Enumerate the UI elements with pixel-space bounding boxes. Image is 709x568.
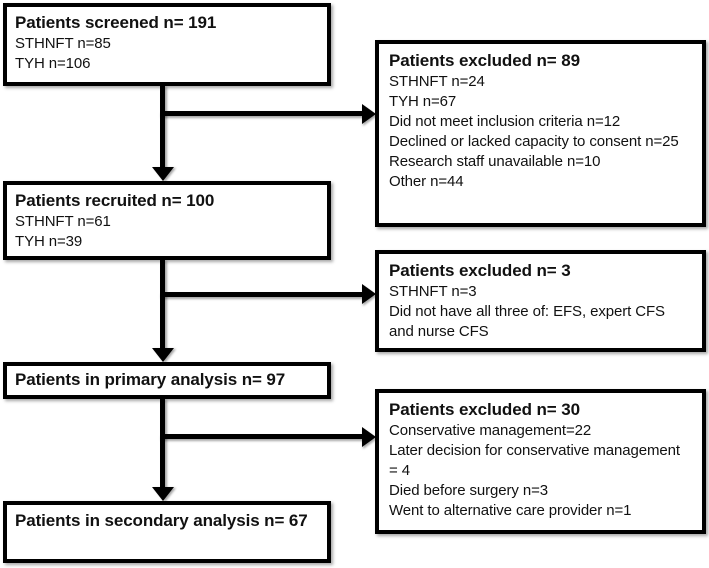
branch-to-excluded-after-recruitment <box>160 292 362 297</box>
arrowhead-down-icon <box>152 487 174 501</box>
box-line: Later decision for conservative manageme… <box>389 442 680 479</box>
box-excluded-after-recruitment: Patients excluded n= 3 STHNFT n=3 Did no… <box>375 250 706 352</box>
box-line: TYH n=67 <box>389 93 457 110</box>
box-line: Other n=44 <box>389 173 464 190</box>
box-excluded-at-screening: Patients excluded n= 89 STHNFT n=24 TYH … <box>375 40 706 227</box>
box-title: Patients excluded n= 30 <box>389 400 580 419</box>
box-title: Patients screened n= 191 <box>15 13 217 32</box>
box-title: Patients excluded n= 3 <box>389 261 571 280</box>
connector-primary-to-secondary <box>160 399 165 488</box>
branch-to-excluded-from-secondary <box>160 434 362 439</box>
box-title: Patients in primary analysis n= 97 <box>15 370 286 389</box>
box-line: Did not have all three of: EFS, expert C… <box>389 303 665 340</box>
arrowhead-right-icon <box>362 427 376 447</box>
box-title: Patients in secondary analysis n= 67 <box>15 511 308 530</box>
box-line: STHNFT n=61 <box>15 213 111 230</box>
box-title: Patients recruited n= 100 <box>15 191 215 210</box>
box-excluded-from-secondary: Patients excluded n= 30 Conservative man… <box>375 389 706 534</box>
box-line: TYH n=106 <box>15 55 91 72</box>
box-line: Died before surgery n=3 <box>389 482 549 499</box>
box-title: Patients excluded n= 89 <box>389 51 580 70</box>
branch-to-excluded-at-screening <box>160 111 362 116</box>
box-line: STHNFT n=3 <box>389 283 477 300</box>
connector-screened-to-recruited <box>160 86 165 170</box>
box-line: Went to alternative care provider n=1 <box>389 502 632 519</box>
box-patients-recruited: Patients recruited n= 100 STHNFT n=61 TY… <box>3 181 331 260</box>
box-secondary-analysis: Patients in secondary analysis n= 67 <box>3 501 331 563</box>
arrowhead-right-icon <box>362 104 376 124</box>
arrowhead-down-icon <box>152 167 174 181</box>
box-line: Did not meet inclusion criteria n=12 <box>389 113 621 130</box>
arrowhead-right-icon <box>362 284 376 304</box>
box-line: STHNFT n=85 <box>15 35 111 52</box>
box-patients-screened: Patients screened n= 191 STHNFT n=85 TYH… <box>3 3 331 86</box>
box-line: Conservative management=22 <box>389 422 592 439</box>
box-line: STHNFT n=24 <box>389 73 485 90</box>
box-line: Declined or lacked capacity to consent n… <box>389 133 679 150</box>
box-line: Research staff unavailable n=10 <box>389 153 601 170</box>
connector-recruited-to-primary <box>160 260 165 350</box>
box-line: TYH n=39 <box>15 233 83 250</box>
arrowhead-down-icon <box>152 348 174 362</box>
box-primary-analysis: Patients in primary analysis n= 97 <box>3 362 331 399</box>
